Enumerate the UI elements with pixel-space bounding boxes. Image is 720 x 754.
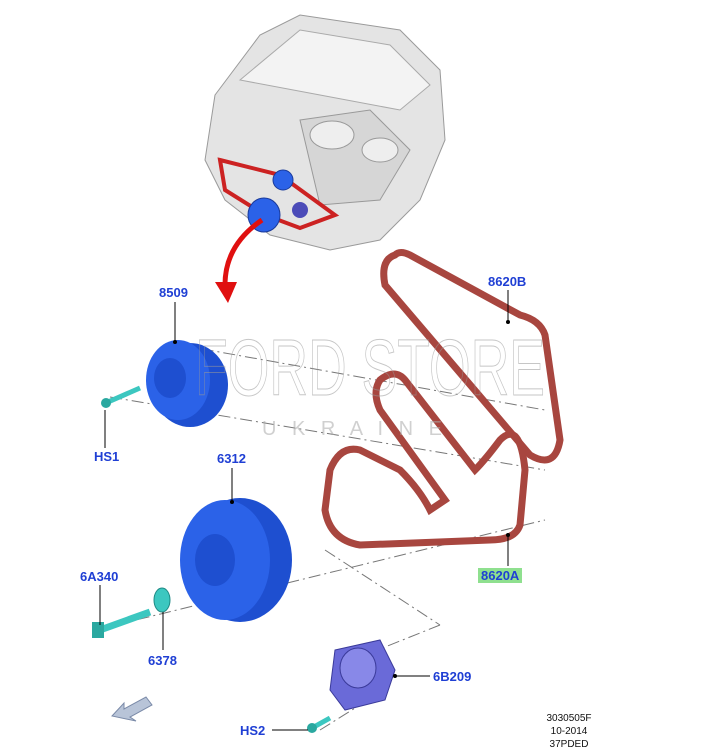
label-6312[interactable]: 6312 <box>217 451 246 466</box>
label-8620b[interactable]: 8620B <box>488 274 527 289</box>
diagram-date: 10-2014 <box>550 726 588 737</box>
label-hs1[interactable]: HS1 <box>94 449 120 464</box>
diagram-info: 3030505F 10-2014 37PDED <box>534 712 604 751</box>
diagram-ref: 37PDED <box>549 739 589 750</box>
label-hs2[interactable]: HS2 <box>240 723 266 738</box>
belt-8620b <box>380 249 564 464</box>
front-direction-arrow <box>111 696 153 722</box>
label-6b209[interactable]: 6B209 <box>433 669 472 684</box>
red-arrow <box>222 217 264 286</box>
bolt-hs2 <box>307 715 332 733</box>
belt-8620a <box>321 370 529 549</box>
label-8620a[interactable]: 8620A <box>478 568 523 583</box>
label-6378[interactable]: 6378 <box>148 653 177 668</box>
diagram-code: 3030505F <box>546 713 592 724</box>
damper-6312 <box>180 498 292 622</box>
tensioner-6b209 <box>329 639 396 711</box>
pulley-8509 <box>146 340 228 427</box>
label-6a340[interactable]: 6A340 <box>80 569 119 584</box>
label-8509[interactable]: 8509 <box>159 285 188 300</box>
bolt-6a340 <box>92 608 152 638</box>
washer-6378 <box>153 587 171 613</box>
bolt-hs1 <box>101 385 142 408</box>
engine-illustration <box>204 14 446 251</box>
